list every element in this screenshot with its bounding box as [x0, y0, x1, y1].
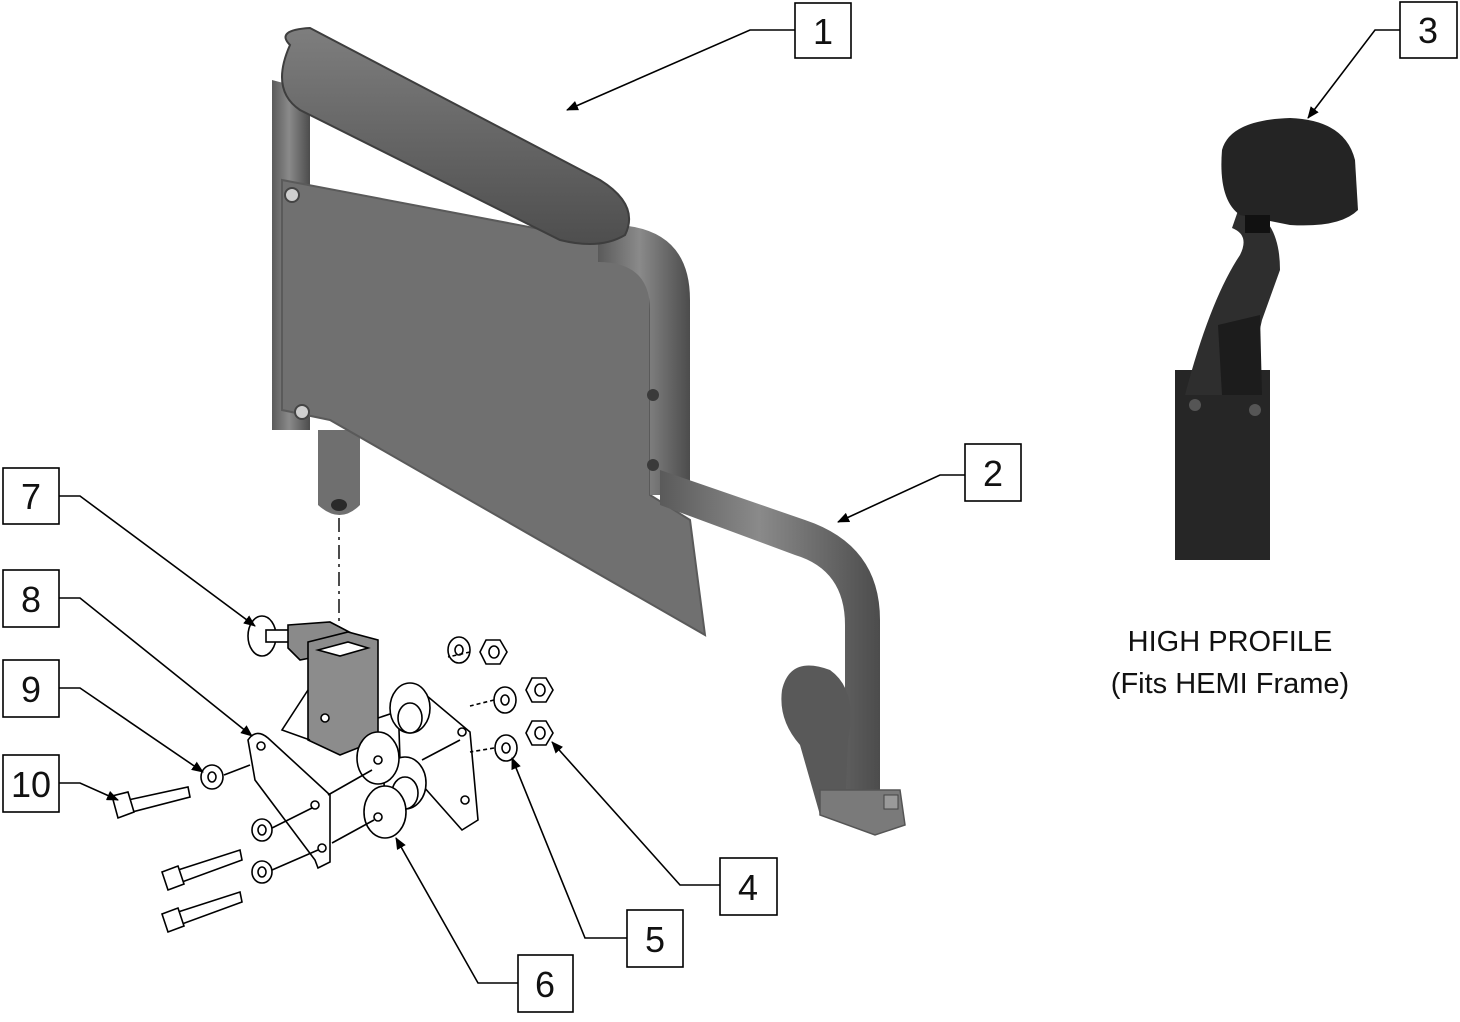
inset-post — [1175, 370, 1270, 560]
callout-2: 2 — [964, 443, 1022, 502]
callout-4-label: 4 — [738, 867, 758, 908]
inset-pad — [1221, 118, 1358, 226]
callout-9-label: 9 — [21, 669, 41, 710]
callout-1: 1 — [794, 2, 852, 59]
callout-1-label: 1 — [813, 11, 833, 52]
mounting-hardware — [111, 615, 554, 934]
callout-6: 6 — [517, 954, 574, 1013]
inset-tube — [1185, 205, 1280, 395]
callout-3-label: 3 — [1418, 10, 1438, 51]
inset-caption-line2: (Fits HEMI Frame) — [1111, 668, 1349, 700]
inset-caption-line1: HIGH PROFILE — [1128, 626, 1333, 658]
front-support-tube — [660, 470, 880, 790]
leader-lines — [58, 29, 1400, 984]
callout-2-label: 2 — [983, 453, 1003, 494]
leader-5 — [511, 757, 627, 939]
callout-10: 10 — [2, 754, 60, 813]
left-bolts-washers — [111, 739, 461, 934]
callout-10-label: 10 — [11, 764, 51, 805]
leader-4 — [551, 741, 720, 886]
spacers — [356, 682, 431, 839]
high-profile-inset — [1175, 118, 1358, 560]
leader-7 — [58, 495, 256, 627]
release-lever — [781, 665, 851, 815]
armrest-assembly — [272, 26, 906, 836]
callout-5-label: 5 — [645, 919, 665, 960]
callout-5: 5 — [626, 909, 684, 968]
callout-7: 7 — [2, 467, 60, 525]
leader-9 — [58, 687, 204, 773]
leader-3 — [1307, 29, 1400, 119]
callout-6-label: 6 — [535, 964, 555, 1005]
right-washers-nuts — [447, 636, 554, 762]
callout-8-label: 8 — [21, 579, 41, 620]
callout-7-label: 7 — [21, 476, 41, 517]
leader-6 — [395, 837, 518, 984]
callout-9: 9 — [2, 659, 60, 718]
callout-3: 3 — [1399, 1, 1458, 59]
callout-4: 4 — [719, 857, 778, 916]
front-post-tube — [598, 224, 690, 496]
leader-10 — [58, 782, 119, 801]
callout-8: 8 — [2, 569, 60, 628]
rear-post-receiver — [318, 430, 360, 515]
leader-8 — [58, 597, 253, 737]
arm-pad — [281, 26, 630, 245]
leader-2 — [837, 474, 965, 523]
leader-1 — [566, 29, 795, 111]
